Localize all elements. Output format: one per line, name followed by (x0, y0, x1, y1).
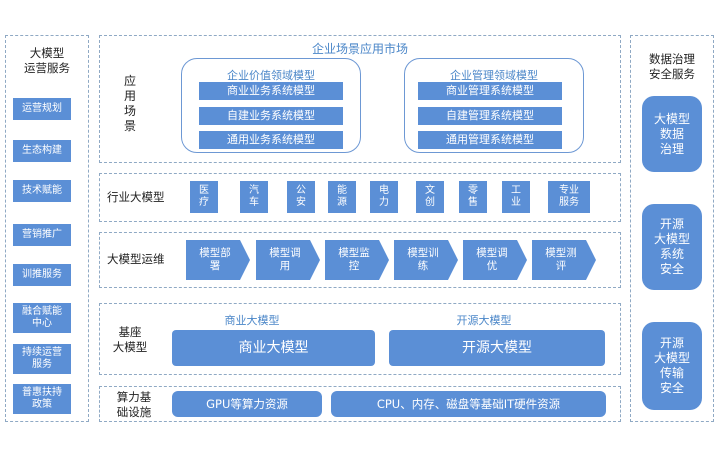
mgmt-domain-title: 企业管理领域模型 (450, 69, 538, 82)
right-item-1[interactable]: 大模型 数据 治理 (642, 96, 702, 172)
mgmt-model-3[interactable]: 通用管理系统模型 (418, 131, 562, 149)
arrow-shape-icon (394, 240, 458, 280)
mgmt-model-1[interactable]: 商业管理系统模型 (418, 82, 562, 100)
arrow-shape-icon (532, 240, 596, 280)
mgmt-domain-group (404, 58, 584, 153)
value-domain-group (181, 58, 361, 153)
ops-step-monitor[interactable]: 模型监 控 (325, 240, 389, 280)
left-item-1[interactable]: 运营规划 (13, 98, 71, 120)
value-model-1[interactable]: 商业业务系统模型 (199, 82, 343, 100)
industry-auto[interactable]: 汽 车 (240, 181, 268, 213)
left-item-7[interactable]: 持续运营 服务 (13, 344, 71, 374)
industry-police[interactable]: 公 安 (287, 181, 315, 213)
left-item-4[interactable]: 营销推广 (13, 224, 71, 246)
left-panel (5, 35, 89, 422)
right-item-3[interactable]: 开源 大模型 传输 安全 (642, 322, 702, 410)
industry-industrial[interactable]: 工 业 (502, 181, 530, 213)
base-label: 基座 大模型 (112, 325, 148, 354)
ops-step-deploy-label: 模型部 署 (199, 247, 231, 272)
ops-step-tune[interactable]: 模型调 优 (463, 240, 527, 280)
arrow-shape-icon (186, 240, 250, 280)
industry-retail[interactable]: 零 售 (459, 181, 487, 213)
industry-section (99, 173, 621, 222)
industry-professional[interactable]: 专业 服务 (548, 181, 590, 213)
value-model-3[interactable]: 通用业务系统模型 (199, 131, 343, 149)
right-item-2[interactable]: 开源 大模型 系统 安全 (642, 204, 702, 290)
right-panel-title: 数据治理 安全服务 (649, 52, 695, 81)
infra-section (99, 386, 621, 422)
value-domain-title: 企业价值领域模型 (227, 69, 315, 82)
industry-energy[interactable]: 能 源 (328, 181, 356, 213)
app-side-label: 应 用 场 景 (124, 74, 137, 133)
ops-step-invoke[interactable]: 模型调 用 (256, 240, 320, 280)
left-item-3[interactable]: 技术赋能 (13, 180, 71, 202)
right-panel (630, 35, 714, 422)
left-item-5[interactable]: 训推服务 (13, 264, 71, 286)
left-item-2[interactable]: 生态构建 (13, 140, 71, 162)
ops-step-evaluate-label: 模型测 评 (545, 247, 577, 272)
industry-culture[interactable]: 文 创 (416, 181, 444, 213)
it-hardware-resources[interactable]: CPU、内存、磁盘等基础IT硬件资源 (331, 391, 606, 417)
left-item-6[interactable]: 融合赋能 中心 (13, 303, 71, 333)
industry-power[interactable]: 电 力 (370, 181, 398, 213)
infra-label: 算力基 础设施 (116, 390, 152, 419)
ops-step-evaluate[interactable]: 模型测 评 (532, 240, 596, 280)
ops-step-deploy[interactable]: 模型部 署 (186, 240, 250, 280)
gpu-resources[interactable]: GPU等算力资源 (172, 391, 322, 417)
commercial-model-title: 商业大模型 (224, 314, 280, 327)
value-model-2[interactable]: 自建业务系统模型 (199, 107, 343, 125)
ops-step-train[interactable]: 模型训 练 (394, 240, 458, 280)
arrow-shape-icon (463, 240, 527, 280)
ops-label: 大模型运维 (107, 252, 165, 266)
ops-step-tune-label: 模型调 优 (476, 247, 508, 272)
ops-section (99, 232, 621, 288)
open-model-title: 开源大模型 (456, 314, 512, 327)
arrow-shape-icon (256, 240, 320, 280)
left-panel-title: 大模型 运营服务 (24, 46, 70, 75)
ops-step-invoke-label: 模型调 用 (269, 247, 301, 272)
left-item-8[interactable]: 普惠扶持 政策 (13, 384, 71, 414)
app-section-title: 企业场景应用市场 (311, 42, 408, 56)
open-model-box[interactable]: 开源大模型 (389, 330, 605, 366)
ops-step-monitor-label: 模型监 控 (338, 247, 370, 272)
arrow-shape-icon (325, 240, 389, 280)
industry-medical[interactable]: 医 疗 (190, 181, 218, 213)
commercial-model-box[interactable]: 商业大模型 (172, 330, 375, 366)
base-section (99, 303, 621, 375)
mgmt-model-2[interactable]: 自建管理系统模型 (418, 107, 562, 125)
industry-label: 行业大模型 (107, 190, 165, 204)
app-section (99, 35, 621, 163)
ops-step-train-label: 模型训 练 (407, 247, 439, 272)
